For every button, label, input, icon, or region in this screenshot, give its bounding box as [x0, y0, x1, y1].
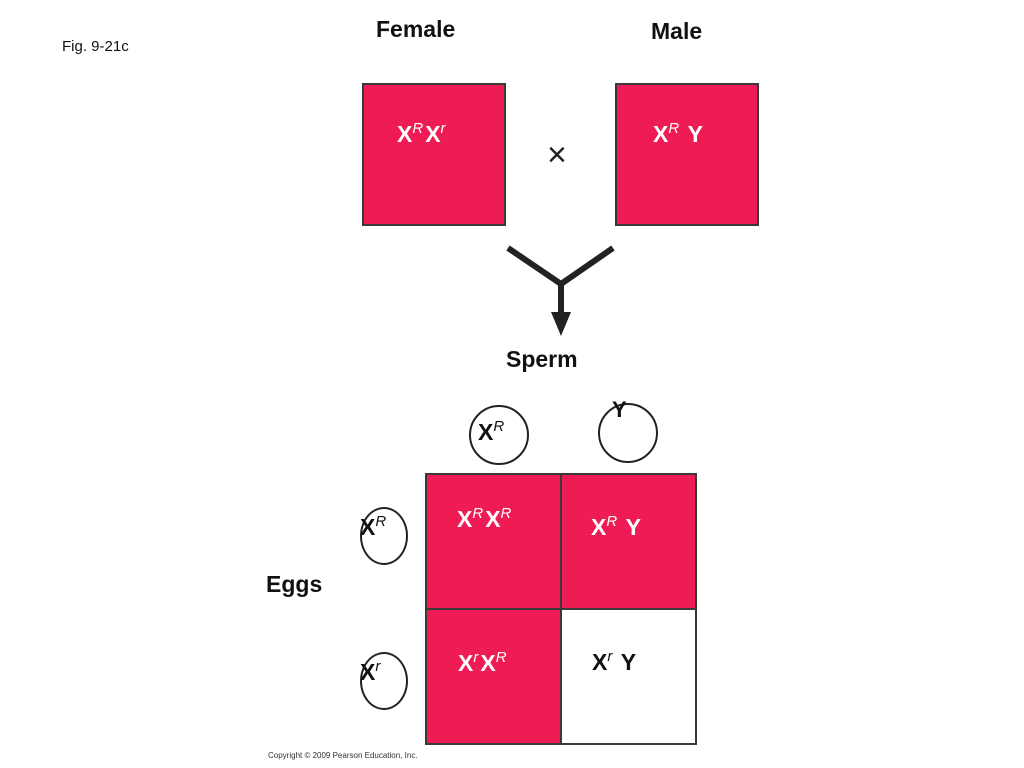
punnett-cell-4 — [560, 608, 697, 745]
punnett-genotype-3: XrXR — [458, 649, 507, 676]
egg-gamete-label-1: XR — [360, 513, 387, 540]
female-parent-box — [362, 83, 506, 226]
cross-symbol: × — [547, 136, 567, 174]
sperm-gamete-label-2: Y — [612, 397, 627, 422]
eggs-heading: Eggs — [266, 571, 323, 597]
punnett-cell-1 — [425, 473, 562, 610]
sperm-gamete-label-1: XR — [478, 418, 505, 445]
egg-gamete-circle-1 — [360, 507, 408, 565]
male-parent-box — [615, 83, 759, 226]
sperm-gamete-circle-1 — [469, 405, 529, 465]
punnett-genotype-2: XR Y — [591, 513, 641, 540]
sperm-gamete-circle-2 — [598, 403, 658, 463]
male-genotype: XR Y — [653, 120, 703, 147]
figure-label: Fig. 9-21c — [62, 38, 129, 55]
female-genotype: XRXr — [397, 120, 446, 147]
male-heading: Male — [651, 18, 703, 44]
punnett-genotype-4: Xr Y — [592, 648, 637, 675]
egg-gamete-label-2: Xr — [360, 658, 381, 685]
punnett-cell-2 — [560, 473, 697, 610]
punnett-genotype-1: XRXR — [457, 505, 512, 532]
copyright-notice: Copyright © 2009 Pearson Education, Inc. — [268, 751, 418, 760]
female-heading: Female — [376, 16, 456, 42]
sperm-heading: Sperm — [506, 346, 578, 372]
merge-arrow-icon — [506, 245, 615, 336]
egg-gamete-circle-2 — [360, 652, 408, 710]
